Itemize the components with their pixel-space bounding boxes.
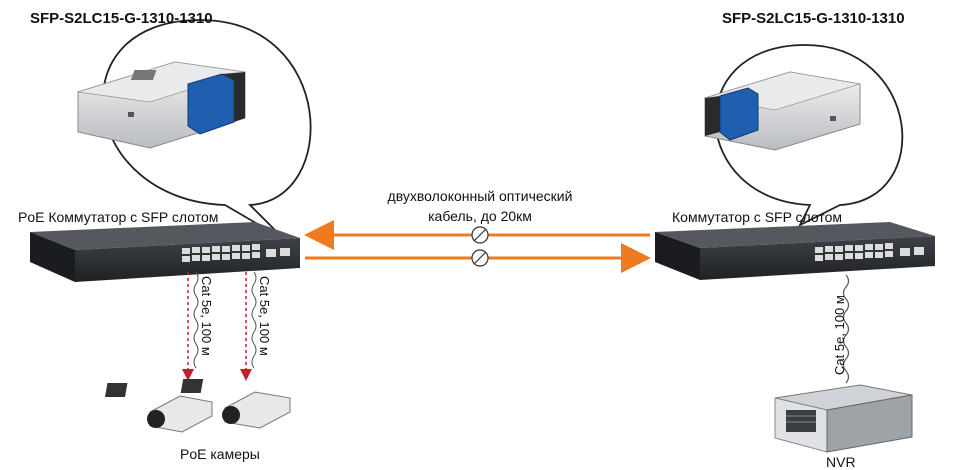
fiber-label-line-1: двухволоконный оптический xyxy=(387,188,573,204)
fiber-label-line-2: кабель, до 20км xyxy=(428,208,532,224)
right-module-title: SFP-S2LC15-G-1310-1310 xyxy=(722,10,905,27)
sfp-module-icon xyxy=(704,71,861,151)
fiber-link xyxy=(304,220,651,273)
left-copper-cables xyxy=(182,271,257,381)
nvr-server-icon xyxy=(774,384,913,453)
cameras-label: PoE камеры xyxy=(180,446,260,462)
break-symbol-icon xyxy=(471,226,489,244)
right-sfp-bubble xyxy=(704,44,904,228)
camera-icon xyxy=(180,379,291,429)
left-switch-icon xyxy=(30,222,300,282)
nvr-label: NVR xyxy=(826,454,856,470)
right-cable-label: Cat 5e, 100 м xyxy=(832,295,847,375)
camera-icon xyxy=(104,383,213,433)
left-cable-label-2: Cat 5e, 100 м xyxy=(257,276,272,356)
left-sfp-bubble xyxy=(77,19,312,241)
right-switch-label: Коммутатор с SFP слотом xyxy=(672,209,843,225)
right-switch-icon xyxy=(655,222,935,280)
break-symbol-icon xyxy=(471,249,489,267)
left-module-title: SFP-S2LC15-G-1310-1310 xyxy=(30,10,213,27)
sfp-module-icon xyxy=(77,61,246,149)
left-cable-label-1: Cat 5e, 100 м xyxy=(199,276,214,356)
right-copper-cable xyxy=(842,274,850,384)
left-switch-label: PoE Коммутатор с SFP слотом xyxy=(18,209,219,225)
fiber-label: двухволоконный оптический кабель, до 20к… xyxy=(360,186,600,226)
